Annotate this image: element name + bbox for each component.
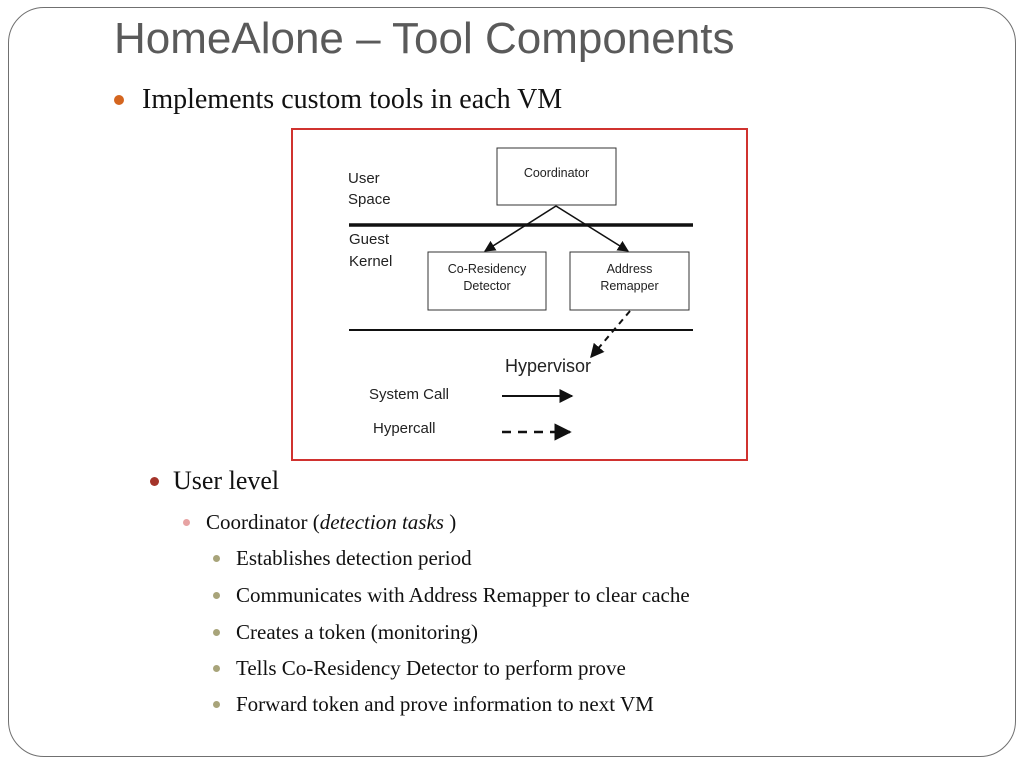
bullet-user-level: User level [150,466,279,496]
address-remapper-box-label: Remapper [600,279,658,293]
bullet-dot-icon [213,701,220,708]
bullet-implements-text: Implements custom tools in each VM [142,84,563,115]
bullet-dot-icon [213,629,220,636]
slide-frame [8,7,1016,757]
bullet-coordinator-text: Coordinator (detection tasks ) [206,510,456,535]
slide-title: HomeAlone – Tool Components [114,14,735,63]
coordinator-italic: detection tasks [319,510,444,534]
bullet-dot-icon [213,555,220,562]
bullet-dot-icon [213,665,220,672]
task-item: Creates a token (monitoring) [213,620,478,645]
user-space-label: Space [348,191,391,208]
system-call-arrow [484,205,557,252]
task-item: Tells Co-Residency Detector to perform p… [213,656,626,681]
bullet-dot-icon [150,476,159,486]
task-item-text: Tells Co-Residency Detector to perform p… [236,656,626,680]
bullet-dot-icon [213,592,220,599]
hypervisor-label: Hypervisor [505,356,591,376]
guest-kernel-label: Kernel [349,253,392,270]
co-residency-box [427,251,547,311]
bullet-implements: Implements custom tools in each VM [114,84,562,116]
legend-system-call-label: System Call [369,386,449,403]
task-item-text: Establishes detection period [236,546,472,570]
task-item: Forward token and prove information to n… [213,692,654,717]
system-call-arrow [555,205,629,252]
user-space-label: User [348,170,380,187]
bullet-coordinator: Coordinator (detection tasks ) [183,510,456,535]
task-item-text: Communicates with Address Remapper to cl… [236,583,690,607]
legend-hypercall-label: Hypercall [373,420,436,437]
task-item-text: Forward token and prove information to n… [236,692,654,716]
guest-kernel-label: Guest [349,231,390,248]
coordinator-box [496,147,617,206]
task-item-text: Creates a token (monitoring) [236,620,479,644]
architecture-diagram: User Space Coordinator Guest Kernel Co-R… [291,128,748,461]
coordinator-label: Coordinator ( [206,510,320,534]
address-remapper-box-label: Address [607,262,653,276]
co-residency-box-label: Detector [463,279,510,293]
bullet-dot-icon [183,519,190,526]
coordinator-close: ) [443,510,457,534]
co-residency-box-label: Co-Residency [448,262,527,276]
task-item: Communicates with Address Remapper to cl… [213,583,690,608]
bullet-dot-icon [114,95,124,105]
task-item: Establishes detection period [213,546,472,571]
address-remapper-box [569,251,690,311]
coordinator-box-label: Coordinator [524,166,589,180]
bullet-user-level-text: User level [173,466,280,495]
